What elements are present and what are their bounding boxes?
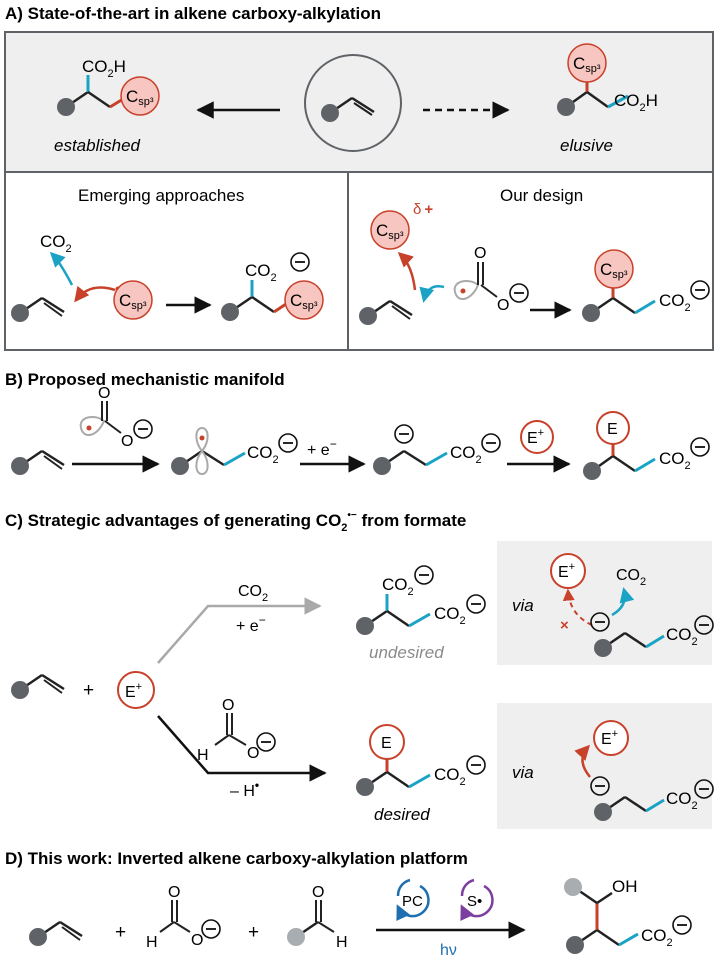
svg-text:CO2: CO2 <box>666 625 698 648</box>
svg-text:E: E <box>381 735 392 752</box>
svg-text:CO2: CO2 <box>641 926 673 949</box>
csp3-bubble <box>120 76 160 116</box>
svg-text:CO2H: CO2H <box>614 91 658 114</box>
svg-text:O: O <box>247 745 259 762</box>
svg-text:E+: E+ <box>125 681 142 701</box>
svg-text:CO2: CO2 <box>247 443 279 466</box>
svg-text:CO2: CO2 <box>616 567 646 588</box>
svg-text:OH: OH <box>612 877 638 896</box>
svg-text:H: H <box>197 747 209 764</box>
svg-text:via: via <box>512 763 534 782</box>
svg-text:S•: S• <box>467 893 482 910</box>
substituent-node <box>57 98 75 116</box>
svg-text:δ+: δ+ <box>413 201 433 218</box>
svg-text:O: O <box>222 697 234 714</box>
platform-scheme: + O H O + O H PC S• hν <box>29 877 692 959</box>
svg-text:O: O <box>497 297 509 314</box>
svg-text:PC: PC <box>402 893 423 910</box>
svg-text:E+: E+ <box>601 728 618 748</box>
svg-text:+: + <box>83 680 94 701</box>
svg-text:O: O <box>98 385 110 402</box>
desired-label: desired <box>374 805 430 824</box>
section-b-title: B) Proposed mechanistic manifold <box>5 370 285 389</box>
svg-text:Csp³: Csp³ <box>376 221 404 242</box>
mechanism-scheme: O O CO2 + e− CO2 E+ <box>11 385 710 480</box>
svg-text:CO2: CO2 <box>245 261 277 284</box>
svg-text:CO2: CO2 <box>40 232 72 255</box>
svg-text:E: E <box>607 421 618 438</box>
svg-text:CO2H: CO2H <box>82 57 126 80</box>
svg-text:CO2: CO2 <box>238 583 268 604</box>
svg-text:E+: E+ <box>558 561 575 581</box>
design-scheme: Csp³ δ+ O O Csp³ CO2 <box>359 201 710 325</box>
svg-text:CO2: CO2 <box>434 765 466 788</box>
panel-a-border <box>4 31 714 351</box>
alkene-circle <box>304 54 402 152</box>
svg-text:– H•: – H• <box>230 778 259 800</box>
emerging-label: Emerging approaches <box>78 186 244 205</box>
svg-text:Csp³: Csp³ <box>126 87 154 108</box>
svg-text:O: O <box>312 884 324 901</box>
svg-text:via: via <box>512 596 534 615</box>
svg-text:Csp³: Csp³ <box>600 260 628 281</box>
elusive-product: Csp³ CO2H <box>557 43 658 116</box>
svg-text:CO2: CO2 <box>450 443 482 466</box>
svg-text:CO2: CO2 <box>659 291 691 314</box>
svg-text:O: O <box>121 433 133 450</box>
svg-text:hν: hν <box>440 942 457 959</box>
section-a-title: A) State-of-the-art in alkene carboxy-al… <box>5 4 381 23</box>
svg-text:O: O <box>168 884 180 901</box>
svg-text:CO2: CO2 <box>434 604 466 627</box>
svg-text:CO2: CO2 <box>659 449 691 472</box>
svg-text:+: + <box>115 922 126 943</box>
undesired-label: undesired <box>369 643 444 662</box>
emerging-scheme: CO2 Csp³ Csp³ CO2 <box>11 232 324 322</box>
svg-text:H: H <box>336 934 348 951</box>
svg-text:Csp³: Csp³ <box>119 291 147 312</box>
svg-text:Csp³: Csp³ <box>573 54 601 75</box>
svg-text:O: O <box>474 245 486 262</box>
svg-text:+ e−: + e− <box>236 613 266 635</box>
section-d-title: D) This work: Inverted alkene carboxy-al… <box>5 849 468 868</box>
design-label: Our design <box>500 186 583 205</box>
svg-text:Csp³: Csp³ <box>290 291 318 312</box>
svg-text:O: O <box>191 932 203 949</box>
established-label: established <box>54 136 141 155</box>
elusive-label: elusive <box>560 136 613 155</box>
strategy-scheme: + E+ CO2 + e− CO2 CO2 undesired via E+ C… <box>11 541 714 829</box>
svg-text:×: × <box>560 617 569 634</box>
svg-text:E+: E+ <box>527 427 544 447</box>
svg-text:CO2: CO2 <box>382 575 414 598</box>
svg-text:+ e−: + e− <box>307 437 337 459</box>
section-c-title: C) Strategic advantages of generating CO… <box>5 510 466 534</box>
svg-text:CO2: CO2 <box>666 789 698 812</box>
established-product: Csp³ CO2H <box>57 57 160 116</box>
svg-text:H: H <box>146 934 158 951</box>
svg-text:+: + <box>248 922 259 943</box>
